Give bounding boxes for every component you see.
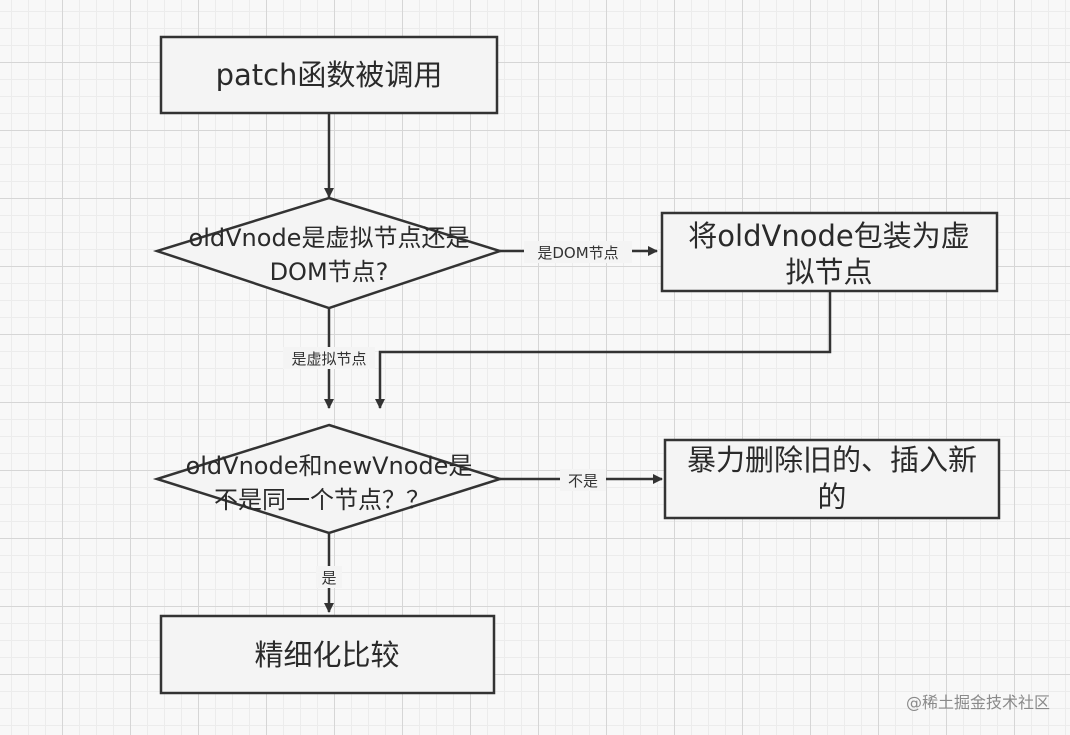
node-replace-line1: 暴力删除旧的、插入新 (687, 443, 977, 477)
node-diff: 精细化比较 (159, 614, 496, 695)
node-start-label: patch函数被调用 (216, 58, 443, 92)
edge-label-not-same: 不是 (568, 472, 598, 490)
edge-wrap-to-decision2 (375, 291, 832, 409)
node-diff-label: 精细化比较 (254, 638, 399, 672)
node-decision2: oldVnode和newVnode是 不是同一个节点？？ (152, 423, 505, 535)
node-decision2-line1: oldVnode和newVnode是 (186, 452, 473, 480)
node-decision1-line2: DOM节点? (270, 258, 389, 286)
node-wrap: 将oldVnode包装为虚 拟节点 (660, 211, 999, 293)
node-replace: 暴力删除旧的、插入新 的 (663, 438, 1001, 520)
node-start: patch函数被调用 (159, 35, 499, 115)
edge-label-is-dom: 是DOM节点 (537, 244, 618, 262)
edge-label-is-virtual: 是虚拟节点 (291, 350, 366, 368)
node-wrap-line2: 拟节点 (785, 255, 872, 289)
node-decision1: oldVnode是虚拟节点还是 DOM节点? (152, 196, 505, 310)
node-decision2-line2: 不是同一个节点？？ (214, 486, 430, 514)
edge-label-same: 是 (321, 569, 336, 587)
watermark-text: @稀土掘金技术社区 (905, 693, 1050, 712)
node-replace-line2: 的 (817, 480, 846, 514)
node-decision1-line1: oldVnode是虚拟节点还是 (189, 224, 470, 252)
node-wrap-line1: 将oldVnode包装为虚 (688, 219, 969, 253)
